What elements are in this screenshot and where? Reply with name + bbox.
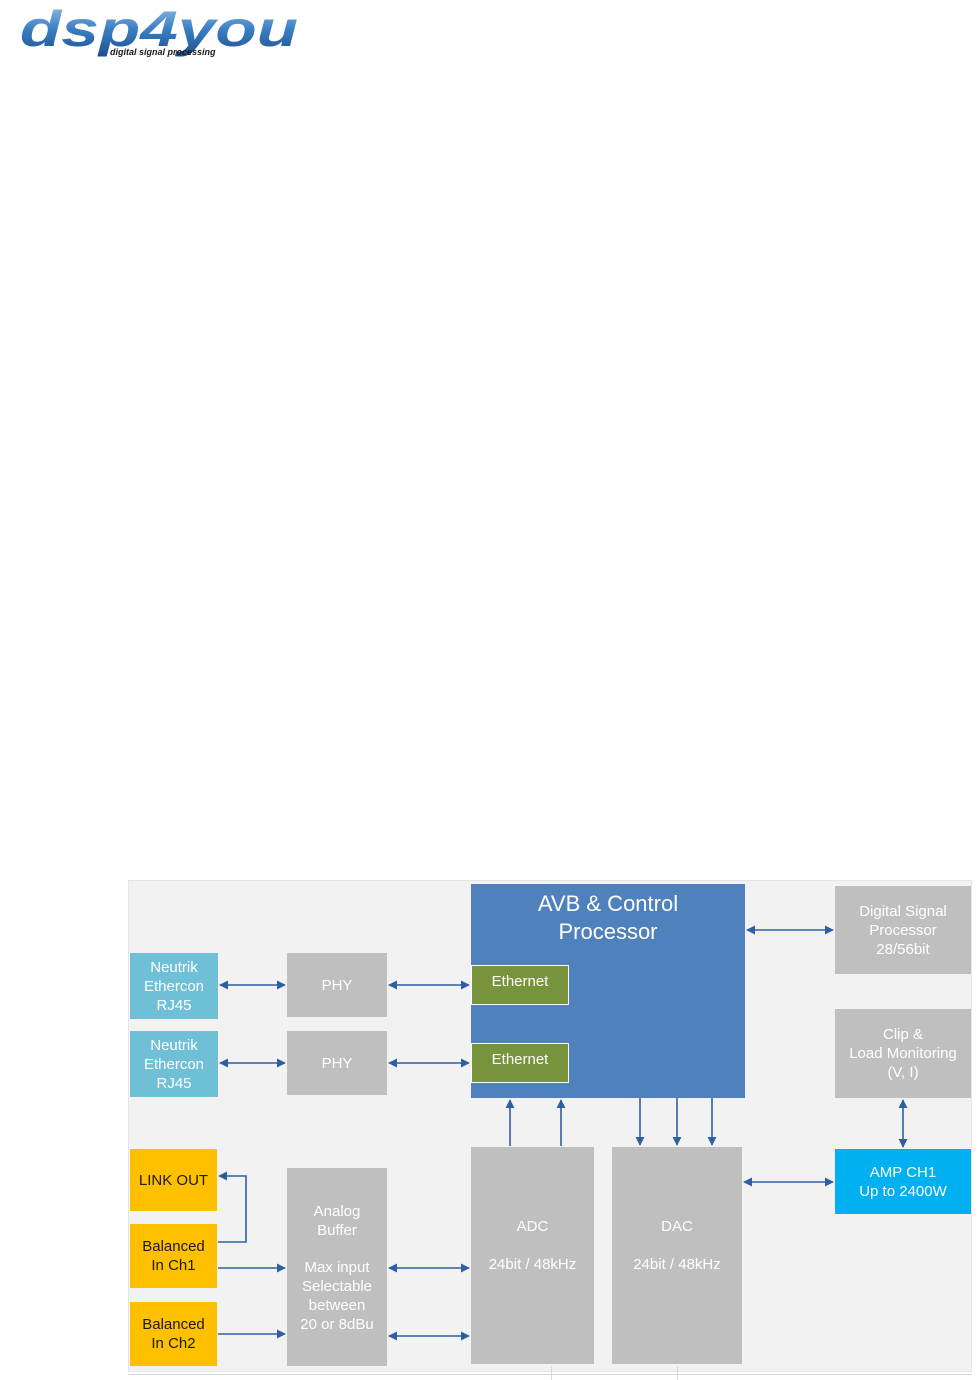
dac-line1: DAC [661,1218,693,1235]
phy-block-1: PHY [287,953,387,1017]
bal2-line2: In Ch2 [151,1335,196,1352]
clip-line2: Load Monitoring [849,1045,957,1062]
buffer-line1: Analog [313,1203,361,1220]
amp-line1: AMP CH1 [869,1163,937,1181]
phy2-label: PHY [321,1054,353,1072]
logo-wordmark: dsp4you [20,6,298,57]
neutrik2-line1: Neutrik [150,1036,198,1054]
balanced-in-ch2-block: Balanced In Ch2 [130,1302,217,1366]
buffer-line2: Buffer [317,1222,357,1239]
dsp-block: Digital Signal Processor 28/56bit [835,886,971,974]
link-out-label: LINK OUT [138,1171,209,1189]
buffer-line6: 20 or 8dBu [300,1316,374,1333]
diagram-bottom-rule [128,1374,972,1375]
buffer-line4: Selectable [301,1278,373,1295]
ethernet-2-label: Ethernet [491,1051,549,1068]
adc-line2: 24bit / 48kHz [488,1256,577,1273]
amp-ch1-block: AMP CH1 Up to 2400W [835,1149,971,1214]
neutrik-ethercon-1-block: Neutrik Ethercon RJ45 [130,953,218,1019]
adc-block: ADC 24bit / 48kHz [471,1147,594,1364]
amp-line2: Up to 2400W [859,1182,947,1200]
phy-block-2: PHY [287,1031,387,1095]
neutrik1-line2: Ethercon [143,977,205,995]
dsp-line2: Processor [869,921,937,939]
avb-title-line2: Processor [558,919,658,944]
buffer-line5: between [308,1297,366,1314]
analog-buffer-block: Analog Buffer Max input Selectable betwe… [287,1168,387,1366]
dac-block: DAC 24bit / 48kHz [612,1147,742,1364]
dsp-line1: Digital Signal [859,902,947,920]
avb-title-line1: AVB & Control [537,891,679,916]
dsp4you-logo: dsp4you digital signal processing [20,6,298,57]
neutrik2-line2: Ethercon [143,1055,205,1073]
balanced-in-ch1-block: Balanced In Ch1 [130,1224,217,1288]
diagram-tick [677,1366,678,1380]
logo-tagline: digital signal processing [110,47,216,57]
clip-line1: Clip & [882,1026,923,1043]
clip-load-monitoring-block: Clip & Load Monitoring (V, I) [835,1009,971,1098]
neutrik1-line1: Neutrik [150,958,198,976]
bal2-line1: Balanced [142,1316,205,1333]
neutrik2-line3: RJ45 [156,1074,192,1092]
neutrik-ethercon-2-block: Neutrik Ethercon RJ45 [130,1031,218,1097]
buffer-line3: Max input [304,1259,370,1276]
bal1-line2: In Ch1 [151,1257,196,1274]
bal1-line1: Balanced [142,1238,205,1255]
dac-line2: 24bit / 48kHz [633,1256,721,1273]
ethernet-block-2: Ethernet [471,1043,569,1083]
diagram-tick [551,1366,552,1380]
dsp-line3: 28/56bit [876,940,930,958]
neutrik1-line3: RJ45 [156,996,192,1014]
phy1-label: PHY [321,976,353,994]
ethernet-block-1: Ethernet [471,965,569,1005]
ethernet-1-label: Ethernet [491,973,549,990]
adc-line1: ADC [516,1218,549,1235]
link-out-block: LINK OUT [130,1149,217,1211]
clip-line3: (V, I) [887,1064,919,1081]
avb-control-processor-block: AVB & Control Processor [471,884,745,1098]
